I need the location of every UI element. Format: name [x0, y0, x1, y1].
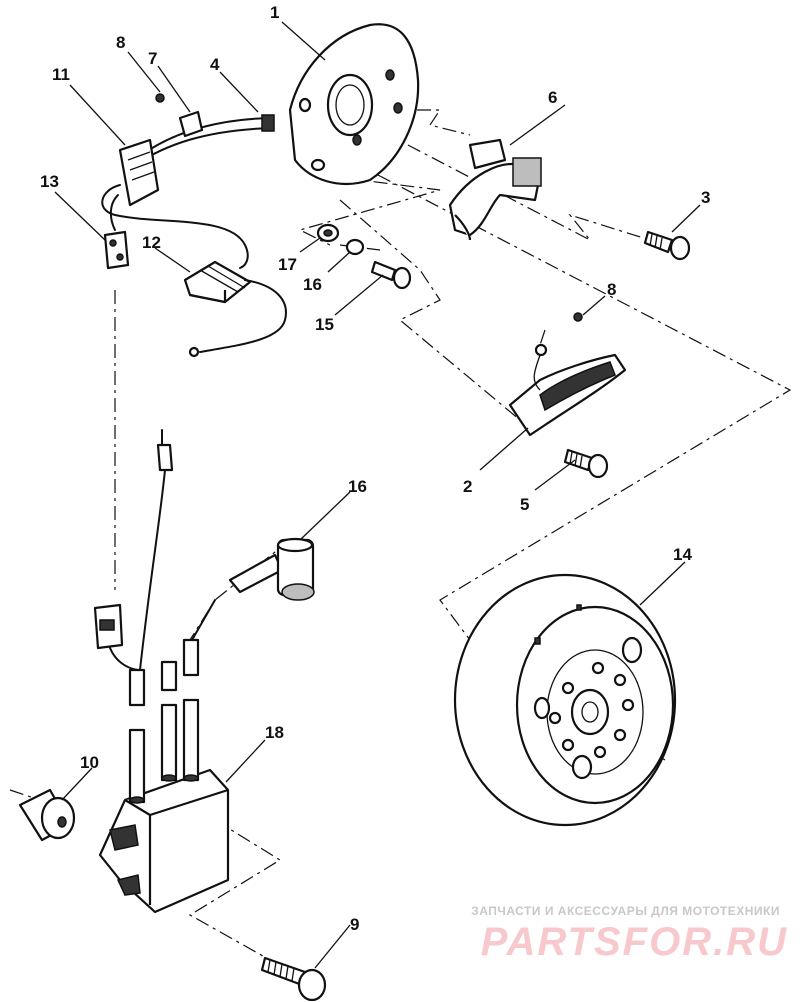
callout-5: 5	[520, 495, 529, 514]
callout-16-upper: 16	[303, 275, 322, 294]
callout-6: 6	[548, 88, 557, 107]
watermark-tagline: ЗАПЧАСТИ И АКСЕССУАРЫ ДЛЯ МОТОТЕХНИКИ	[471, 904, 780, 918]
callout-13: 13	[40, 172, 59, 191]
callout-labels: 1 2 3 4 5 6 7 8 8 9 10 11 12 13 14 15 16…	[40, 3, 710, 934]
bolt-9	[260, 956, 327, 1002]
callout-7: 7	[148, 49, 157, 68]
callout-15: 15	[315, 315, 334, 334]
callout-14: 14	[673, 545, 692, 564]
callout-1: 1	[270, 3, 279, 22]
callout-12: 12	[142, 233, 161, 252]
spark-plug-cap	[228, 537, 315, 601]
connector-13	[103, 230, 130, 270]
cap-nut	[18, 788, 76, 842]
callout-8-lower: 8	[607, 280, 616, 299]
callout-3: 3	[701, 188, 710, 207]
stator-plate	[288, 23, 420, 185]
wire-harness	[101, 110, 275, 269]
exciter-coil	[448, 138, 542, 241]
bolt-3	[643, 230, 691, 261]
coil-connector	[93, 429, 216, 671]
flywheel	[453, 573, 677, 827]
charging-coil	[508, 343, 627, 437]
callout-16-lower: 16	[348, 477, 367, 496]
callout-2: 2	[463, 477, 472, 496]
leader-lines	[54, 21, 701, 969]
callout-17: 17	[278, 255, 297, 274]
ignition-coil	[98, 638, 230, 914]
callout-9: 9	[350, 915, 359, 934]
callout-18: 18	[265, 723, 284, 742]
regulator	[183, 260, 287, 358]
small-hardware	[155, 93, 583, 322]
callout-10: 10	[80, 753, 99, 772]
watermark-brand: PARTSFOR.RU	[480, 920, 788, 964]
callout-4: 4	[210, 55, 220, 74]
callout-11: 11	[52, 65, 70, 84]
bolt-5	[563, 448, 609, 479]
callout-8-upper: 8	[116, 33, 125, 52]
